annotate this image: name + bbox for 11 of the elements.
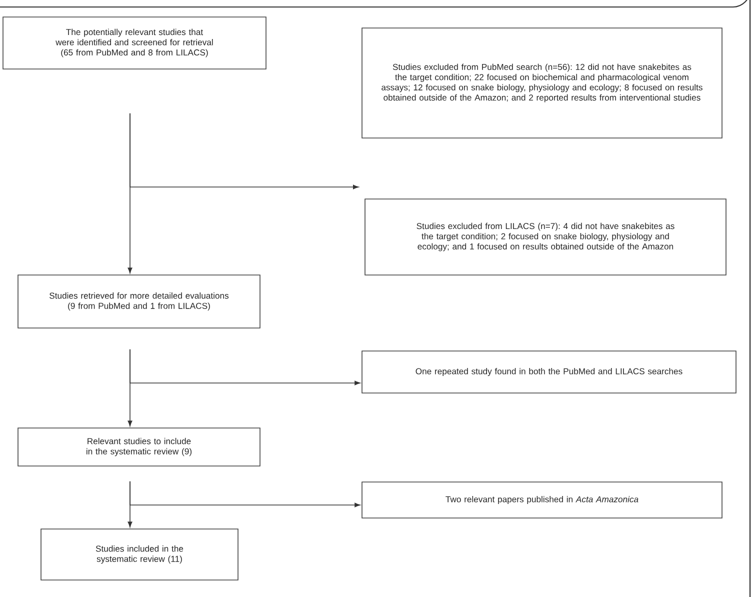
arrow xyxy=(130,349,360,386)
process-box: One repeated study found in both the PubMed and LILACS searches xyxy=(362,350,736,394)
arrow xyxy=(130,481,360,508)
process-box: The potentially relevant studies that were identified and screened for retrieval (65 from PubMed and 8 from LILACS) xyxy=(2,16,266,70)
process-box: Studies excluded from PubMed search (n=56): 12 did not have snakebites as the target condition; 22 focused on biochemical and pharmacological venom assays; 12 focused on snake biology, physiology and ecology; 8 focused on results obtained outside of the Amazon; and 2 reported results from interventional studies xyxy=(362,28,722,138)
process-box: Studies included in the systematic review (11) xyxy=(40,528,238,580)
process-box: Studies excluded from LILACS (n=7): 4 did not have snakebites as the target condition; 2 focused on snake biology, physiology and ecology; and 1 focused on results obtained outside of the Amazon xyxy=(364,198,726,276)
process-box: Relevant studies to include in the systematic review (9) xyxy=(18,428,260,466)
process-box: Two relevant papers published in Acta Amazonica xyxy=(362,482,722,518)
arrow xyxy=(130,113,359,190)
process-box: Studies retrieved for more detailed evaluations (9 from PubMed and 1 from LILACS) xyxy=(18,274,260,328)
